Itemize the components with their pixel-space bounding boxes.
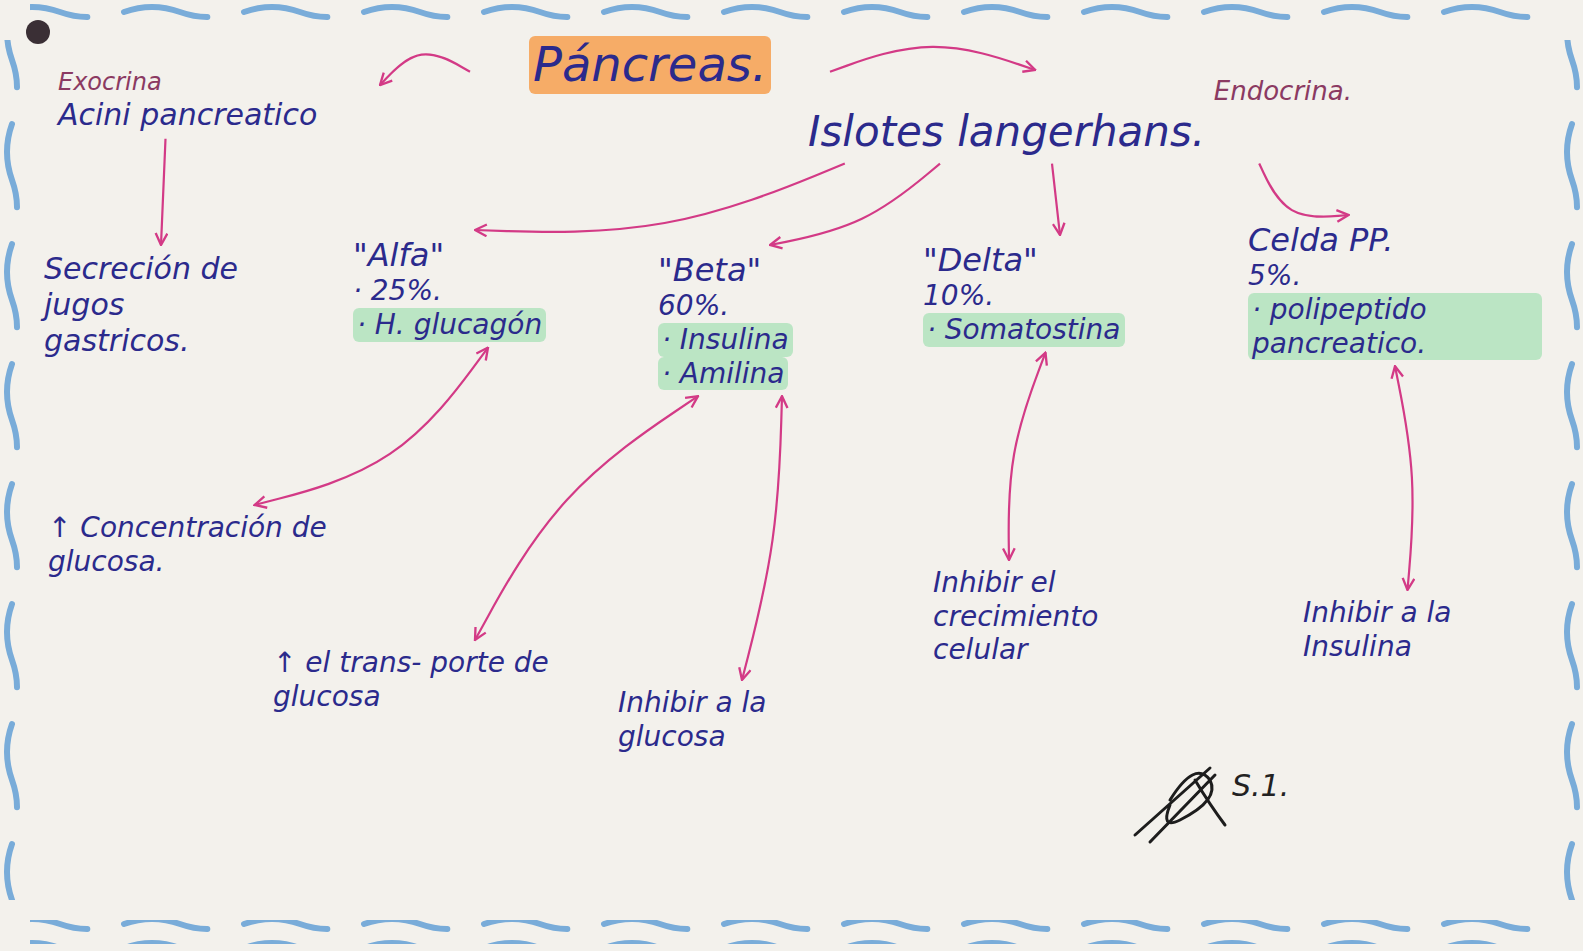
function-node: ↑ el trans- porte de glucosa [265,640,565,719]
node-heading: Inhibir a la Insulina [1303,596,1537,663]
function-node: Inhibir el crecimiento celular [925,560,1205,673]
node-text: · Amilina [658,357,788,391]
wave-border-top [30,0,1553,24]
function-node: ↑ Concentración de glucosa. [40,505,370,584]
cell-node: Celda PP.5%.· polipeptido pancreatico. [1240,215,1550,366]
arrow-connector [1009,353,1046,560]
wave-border-bottom [30,920,1553,944]
node-heading: ↑ el trans- porte de glucosa [273,646,557,713]
node-heading: Inhibir el crecimiento celular [933,566,1197,667]
arrow-connector [830,47,1035,72]
arrow-connector [742,396,782,680]
node-text: 60%. [658,289,729,323]
arrow-connector [1052,164,1060,235]
node-text: 10%. [923,279,994,313]
node-heading: Celda PP. [1248,221,1393,259]
function-node: Inhibir a la glucosa [610,680,850,759]
node-heading: Endocrina. [1214,76,1352,107]
node-text: · polipeptido pancreatico. [1248,293,1542,360]
node-heading: "Beta" [658,251,761,289]
signature-scribble [1135,768,1225,842]
title-node: Páncreas. [470,30,830,100]
node-text: · Insulina [658,323,793,357]
cell-node: "Beta"60%.· Insulina· Amilina [650,245,890,396]
function-node: Inhibir a la Insulina [1295,590,1545,669]
endocrine-node: Endocrina. Islotes langerhans. [800,70,1360,164]
node-heading: "Alfa" [353,236,444,274]
node-heading: "Delta" [923,241,1038,279]
concept-node: Secreción de jugos gastricos. [36,245,286,365]
wave-border-right [1557,40,1581,900]
wave-border-left [0,40,24,900]
arrow-connector [1395,366,1413,590]
arrow-connector [380,54,470,85]
node-heading: Inhibir a la glucosa [618,686,842,753]
node-heading: Secreción de jugos gastricos. [44,251,278,359]
arrow-connector [1259,164,1348,217]
node-heading: Exocrina [58,68,162,97]
arrow-connector [475,164,845,232]
node-text: Islotes langerhans. [808,107,1205,157]
node-heading: ↑ Concentración de glucosa. [48,511,362,578]
exocrine-node: ExocrinaAcini pancreatico [50,62,380,139]
cell-node: "Alfa"· 25%.· H. glucagón [345,230,605,348]
signature-note: S.1. [1232,768,1289,803]
node-text: · 25%. [353,274,442,308]
corner-mark [26,20,50,44]
arrow-connector [475,396,698,640]
node-text: 5%. [1248,259,1301,293]
arrow-connector [770,164,940,245]
node-heading: Páncreas. [529,36,771,94]
node-text: · H. glucagón [353,308,546,342]
cell-node: "Delta"10%.· Somatostina [915,235,1205,353]
arrow-connector [161,139,166,245]
node-text: · Somatostina [923,313,1125,347]
node-text: Acini pancreatico [58,97,317,133]
arrow-connector [255,348,489,505]
